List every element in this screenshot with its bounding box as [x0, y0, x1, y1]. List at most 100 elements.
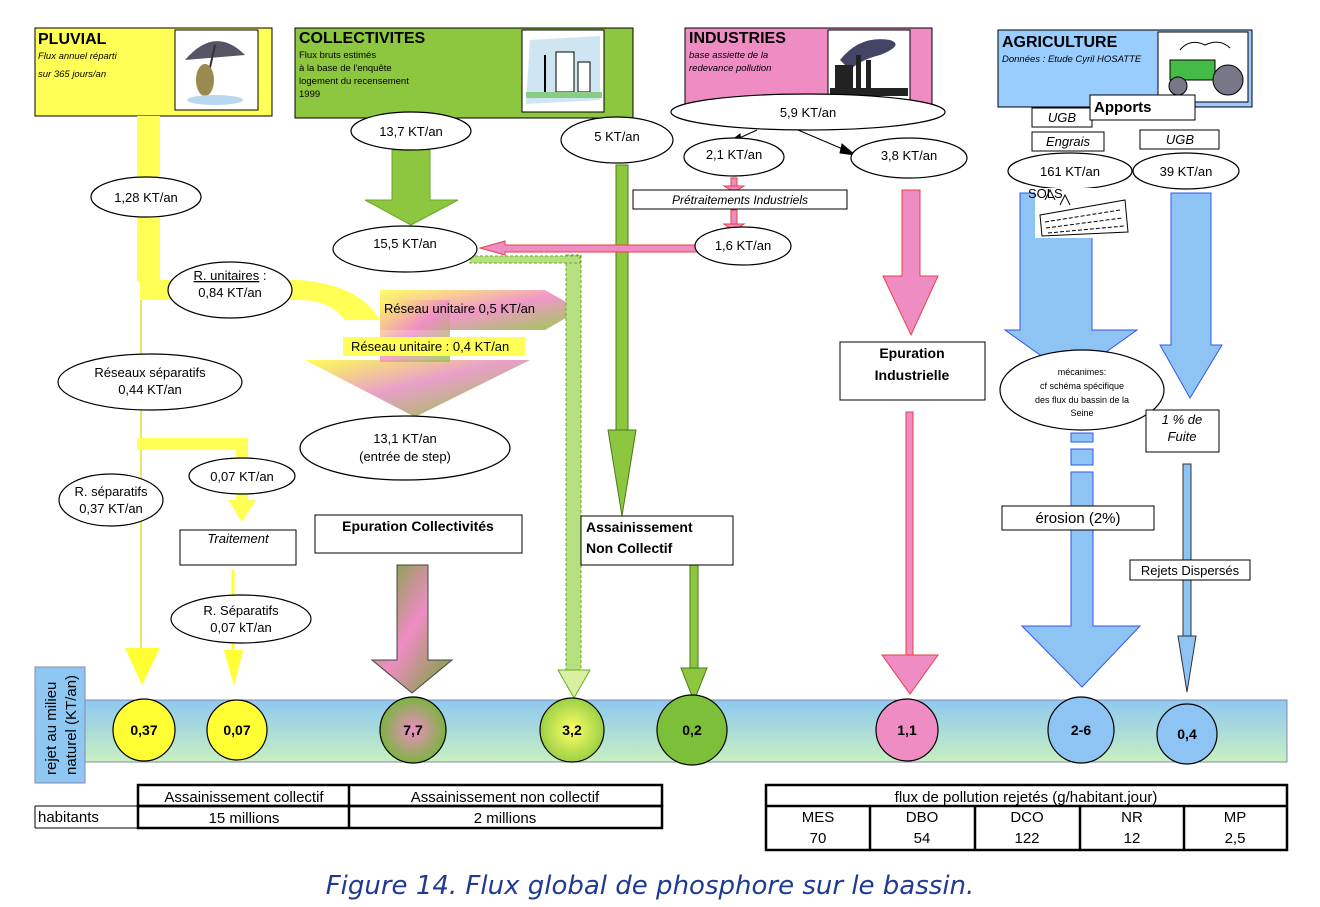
rejet-pluvial-separatif: 0,07 — [223, 722, 250, 738]
pluvial-total: 1,28 KT/an — [114, 190, 178, 205]
td-dbo: 54 — [914, 830, 931, 847]
agri-ugb: 39 KT/an — [1160, 164, 1213, 179]
td-mp: 2,5 — [1225, 830, 1246, 847]
td-collectif: 15 millions — [209, 810, 280, 827]
td-nr: 12 — [1124, 830, 1141, 847]
pluvial-line: sur 365 jours/an — [38, 69, 106, 80]
reseau-unitaire-05: Réseau unitaire 0,5 KT/an — [384, 301, 535, 316]
city-icon — [521, 29, 605, 113]
figure-caption: Figure 14. Flux global de phosphore sur … — [326, 871, 975, 901]
collectivites-line: logement du recensement — [299, 76, 409, 87]
rejet-epuration-collectivites: 7,7 — [403, 722, 423, 738]
rejet-industries: 1,1 — [897, 722, 917, 738]
rejet-anc: 0,2 — [682, 722, 702, 738]
header-collectivites: COLLECTIVITES Flux bruts estimés à la ba… — [294, 27, 634, 119]
traitement: Traitement — [207, 531, 270, 546]
industries-flows — [478, 177, 939, 695]
mecanismes-3: des flux du bassin de la — [1035, 395, 1129, 405]
epuration-industrielle: Epuration — [879, 345, 944, 361]
mecanismes: mécanimes: — [1058, 367, 1107, 377]
collectivites-flows — [364, 149, 708, 703]
td-dco: 122 — [1014, 830, 1039, 847]
ugb-1: UGB — [1048, 110, 1077, 125]
sep-traitement: 0,07 KT/an — [210, 469, 274, 484]
coll-brut: 13,7 KT/an — [379, 124, 443, 139]
entree-step: 13,1 KT/an — [373, 431, 437, 446]
th-mp: MP — [1224, 809, 1247, 826]
tractor-icon — [1157, 31, 1249, 103]
header-industries: INDUSTRIES base assiette de la redevance… — [684, 27, 933, 105]
ugb-2: UGB — [1166, 132, 1195, 147]
pretraitements: Prétraitements Industriels — [672, 193, 808, 207]
anc-flux: 5 KT/an — [594, 129, 640, 144]
field-icon — [1035, 188, 1130, 238]
rejet-disperses: 0,4 — [1177, 726, 1197, 742]
th-non-collectif: Assainissement non collectif — [411, 789, 600, 806]
reseau-unitaire-04-highlight — [343, 337, 525, 356]
r-separatifs-traite: R. Séparatifs — [203, 603, 279, 618]
rejet-pluvial-unitaire: 0,37 — [130, 722, 157, 738]
th-nr: NR — [1121, 809, 1143, 826]
collectivites-line: Flux bruts estimés — [299, 50, 376, 61]
header-agriculture: AGRICULTURE Données : Etude Cyril HOSATT… — [997, 29, 1253, 108]
erosion: érosion (2%) — [1035, 510, 1120, 527]
band-label: rejet au milieu — [43, 682, 60, 775]
flux-table-title: flux de pollution rejetés (g/habitant.jo… — [895, 789, 1158, 806]
apports: Apports — [1094, 99, 1152, 116]
r-unitaires-label: R. unitaires — [194, 268, 260, 283]
flow-labels: 1,28 KT/an R. unitaires : 0,84 KT/an Rés… — [75, 99, 1240, 635]
agri-engrais: 161 KT/an — [1040, 164, 1100, 179]
rejet-erosion: 2-6 — [1071, 722, 1091, 738]
industries-line: base assiette de la — [689, 50, 768, 61]
reseau-unitaire-04: Réseau unitaire : 0,4 KT/an — [351, 339, 509, 354]
coll-total: 15,5 KT/an — [373, 236, 437, 251]
r-unitaires-value: 0,84 KT/an — [198, 285, 262, 300]
collectivites-title: COLLECTIVITES — [299, 30, 426, 47]
label-boxes — [179, 94, 1251, 581]
r-separatifs-traite-value: 0,07 kT/an — [210, 620, 271, 635]
epuration-industrielle-2: Industrielle — [875, 367, 950, 383]
fuite-2: Fuite — [1168, 429, 1197, 444]
mecanismes-2: cf schéma spécifique — [1040, 381, 1124, 391]
th-collectif: Assainissement collectif — [164, 789, 324, 806]
epuration-collectivites: Epuration Collectivités — [342, 518, 494, 534]
reseaux-separatifs-value: 0,44 KT/an — [118, 382, 182, 397]
ind-apres-pretraitement: 1,6 KT/an — [715, 238, 771, 253]
sols: SOLS — [1028, 186, 1063, 201]
table-flux-pollution — [764, 783, 1289, 852]
reseaux-separatifs: Réseaux séparatifs — [94, 365, 206, 380]
industries-line: redevance pollution — [689, 63, 771, 74]
td-non-collectif: 2 millions — [474, 810, 537, 827]
fuite: 1 % de — [1162, 412, 1202, 427]
r-unitaires-colon: : — [259, 268, 266, 283]
ind-total: 5,9 KT/an — [780, 105, 836, 120]
header-pluvial: PLUVIAL Flux annuel réparti sur 365 jour… — [34, 27, 273, 117]
mecanismes-4: Seine — [1070, 408, 1093, 418]
anc-label-2: Non Collectif — [586, 540, 673, 556]
r-unitaires-heading: R. unitaires : — [194, 268, 267, 283]
rejets-disperses: Rejets Dispersés — [1141, 563, 1240, 578]
r-separatifs-value: 0,37 KT/an — [79, 501, 143, 516]
industries-title: INDUSTRIES — [689, 30, 786, 47]
collectivites-line: 1999 — [299, 89, 320, 100]
flow-ellipses — [57, 93, 1240, 644]
entree-step-note: (entrée de step) — [359, 449, 451, 464]
agriculture-title: AGRICULTURE — [1002, 34, 1118, 51]
engrais: Engrais — [1046, 134, 1091, 149]
rain-umbrella-icon — [174, 29, 259, 111]
th-dbo: DBO — [906, 809, 939, 826]
agriculture-line: Données : Etude Cyril HOSATTE — [1002, 54, 1142, 65]
pluvial-title: PLUVIAL — [38, 31, 107, 48]
pluvial-line: Flux annuel réparti — [38, 51, 118, 62]
band-label-2: naturel (KT/an) — [63, 675, 80, 775]
ind-raccorde: 2,1 KT/an — [706, 147, 762, 162]
anc-label: Assainissement — [586, 519, 693, 535]
factory-icon — [827, 29, 911, 101]
table-habitants — [34, 783, 664, 830]
row-label-habitants: habitants — [38, 809, 99, 826]
td-mes: 70 — [810, 830, 827, 847]
rejet-band: rejet au milieu naturel (KT/an) 0,37 0,0… — [34, 666, 1288, 784]
collectivites-line: à la base de l'enquête — [299, 63, 392, 74]
th-mes: MES — [802, 809, 835, 826]
